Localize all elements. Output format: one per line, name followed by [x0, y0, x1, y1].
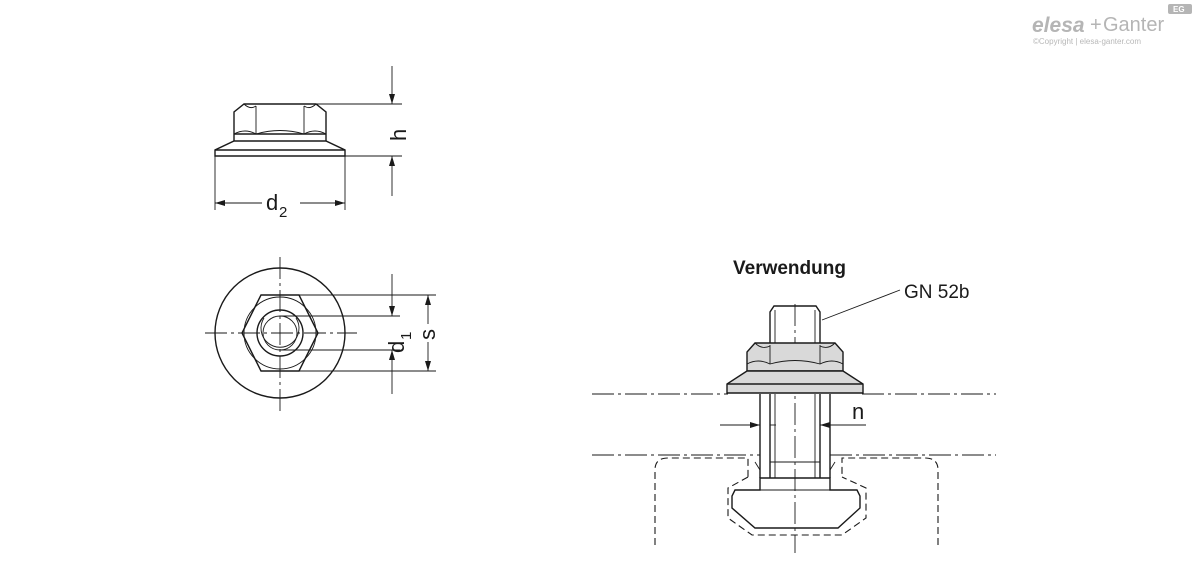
logo-badge-icon	[1168, 4, 1192, 14]
top-view: d 1 s	[205, 257, 440, 412]
t-slot-nut	[731, 477, 861, 529]
flange-diameter-label-d: d	[266, 190, 278, 215]
bore-diameter-subscript: 1	[398, 332, 415, 340]
usage-callout-gn52b: GN 52b	[904, 282, 969, 303]
top-flange-circle	[214, 267, 346, 399]
flange-diameter-subscript: 2	[279, 204, 287, 221]
height-label-h: h	[386, 129, 411, 141]
callout-leader	[821, 289, 901, 321]
bore-diameter-label-d: d	[384, 341, 409, 353]
side-hex	[233, 103, 327, 141]
bolt-thread-top	[769, 305, 821, 343]
side-view: h d 2	[214, 66, 411, 221]
gap-label-n: n	[852, 399, 864, 424]
side-flange	[214, 140, 346, 157]
usage-view: Verwendung GN 52b	[592, 258, 996, 553]
logo-badge-text: EG	[1173, 5, 1185, 14]
usage-title: Verwendung	[733, 258, 846, 279]
logo-brand-elesa: elesa	[1032, 14, 1085, 37]
logo-copyright: ©Copyright | elesa-ganter.com	[1033, 37, 1141, 46]
across-flats-label-s: s	[415, 329, 440, 340]
logo-brand-ganter: Ganter	[1103, 14, 1164, 36]
elesa-ganter-logo: elesa + Ganter EG ©Copyright | elesa-gan…	[1032, 4, 1192, 46]
logo-brand-plus: +	[1090, 14, 1102, 36]
